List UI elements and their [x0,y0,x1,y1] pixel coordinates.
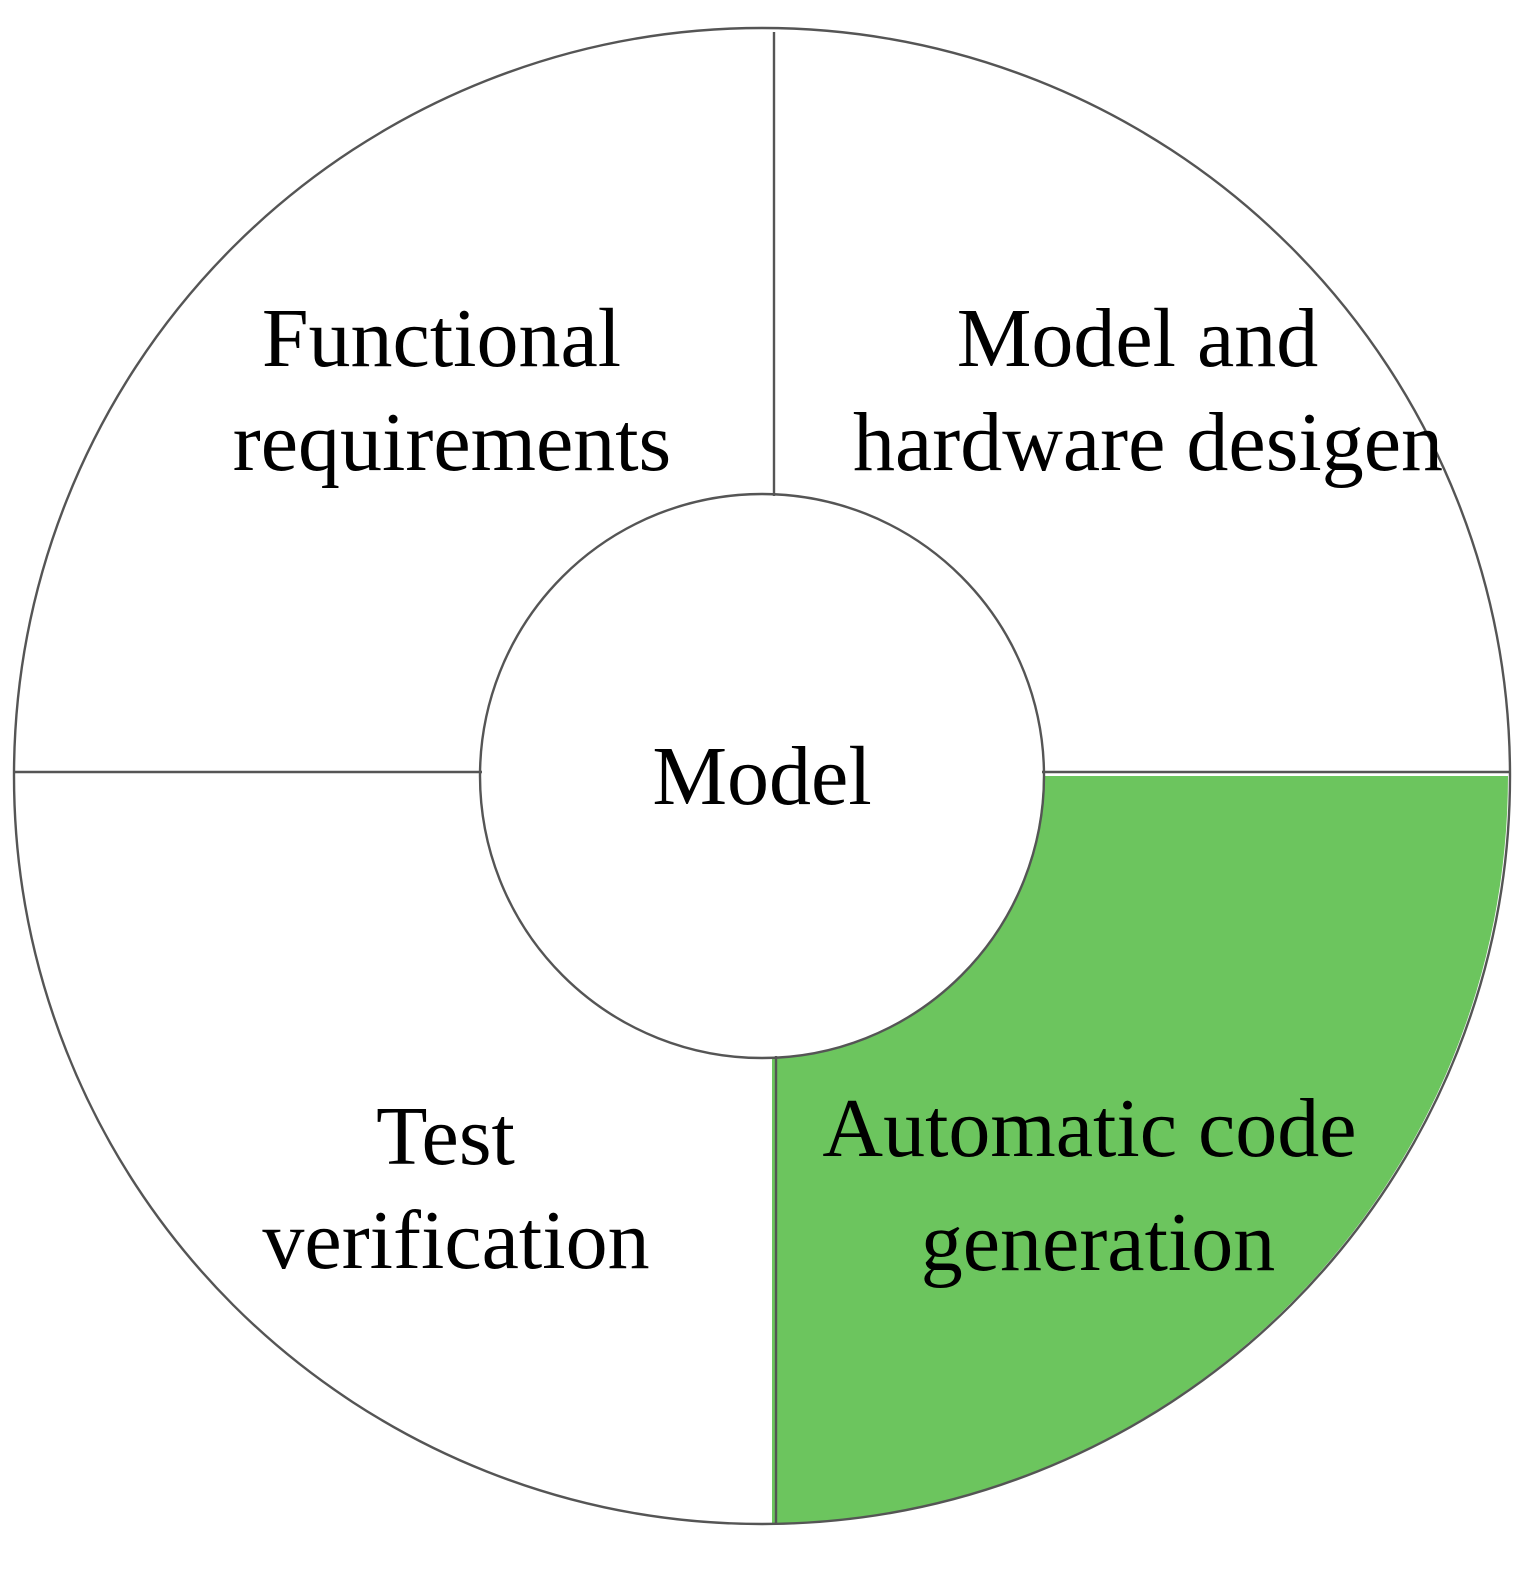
outer-ring [12,26,1512,1526]
quadrant-bottom-left-line-1: Test [376,1090,515,1183]
quadrant-bottom-left-line-2: verification [262,1194,649,1287]
quadrant-top-right-line-2: hardware desigen [853,396,1443,489]
center-circle [478,492,1046,1060]
quadrant-top-left-label: Functional requirements [233,292,672,489]
quadrant-bottom-right-fill [772,776,1508,1524]
quadrant-bottom-right-line-1: Automatic code [822,1082,1356,1175]
quadrant-bottom-left-label: Test verification [262,1090,649,1287]
center-label: Model [652,730,871,823]
quadrant-bottom-right-line-2: generation [921,1196,1276,1289]
quadrant-top-left-line-1: Functional [262,292,621,385]
quadrant-top-right-line-1: Model and [957,292,1319,385]
quadrant-bottom-right-label: Automatic code generation [822,1082,1377,1289]
quadrant-top-right-label: Model and hardware desigen [853,292,1443,489]
quadrant-top-left-line-2: requirements [233,396,672,489]
